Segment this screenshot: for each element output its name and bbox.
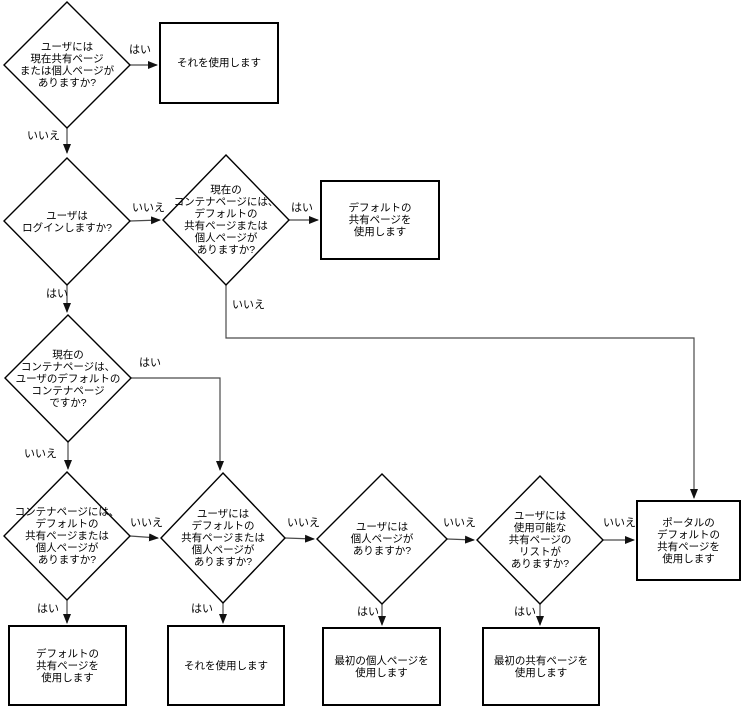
connector-d2-d3 [129,216,161,225]
edge-label-yes: はい [191,603,213,615]
edge-label-no: いいえ [287,517,320,529]
process-use-default-shared-page-2-shape [8,625,127,706]
process-use-default-shared-page-shape [320,180,440,260]
edge-label-yes: はい [291,202,313,214]
edge-label-no: いいえ [443,517,476,529]
decision-current-shared-or-personal-page-shape [3,1,131,129]
decision-user-has-default-pages-shape [160,471,286,605]
edge-label-yes: はい [129,44,151,56]
connector-bd2-bd3 [284,534,315,543]
edge-label-no: いいえ [24,448,57,460]
edge-label-yes: はい [46,288,68,300]
decision-containerpage-has-default-pages-shape [3,471,131,601]
connector-bd1-bd2 [129,533,159,542]
edge-label-yes: はい [37,603,59,615]
decision-container-has-default-pages-shape [162,153,290,287]
process-use-portal-default-shared-page-shape [636,500,741,581]
edge-label-no: いいえ [603,517,636,529]
edge-label-yes: はい [357,606,379,618]
edge-label-yes: はい [139,357,161,369]
connector-bd3-bd4 [446,535,475,544]
decision-user-has-shared-page-list-shape [476,475,604,605]
decision-user-logs-in-shape [3,157,131,286]
edge-label-no: いいえ [27,130,60,142]
process-use-it-shape [159,22,279,104]
process-use-it-2-shape [167,625,285,706]
process-use-first-shared-page-shape [482,627,600,706]
connector-d4-bd2 [131,377,224,471]
decision-container-is-user-default-shape [4,314,132,443]
decision-user-has-personal-page-shape [316,473,448,605]
edge-label-yes: はい [514,606,536,618]
edge-label-no: いいえ [130,517,163,529]
connector-d3-r3 [225,285,698,499]
edge-label-no: いいえ [232,299,265,311]
process-use-first-personal-page-shape [322,627,441,706]
edge-label-no: いいえ [132,202,165,214]
